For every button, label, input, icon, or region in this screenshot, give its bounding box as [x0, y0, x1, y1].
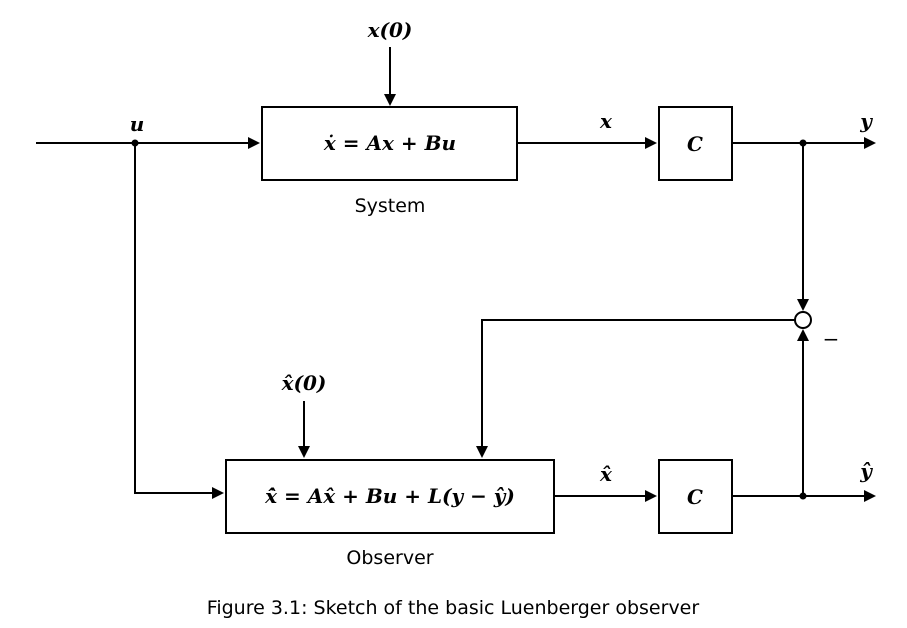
- signal-x-label: x: [599, 109, 613, 133]
- minus-sign: −: [823, 327, 840, 351]
- observer-equation: x̂̇ = Ax̂ + Bu + L(y − ŷ): [264, 484, 515, 508]
- figure-caption: Figure 3.1: Sketch of the basic Luenberg…: [207, 597, 700, 619]
- output-matrix-block-bottom: [658, 459, 733, 534]
- error-feedback-line: [476, 319, 795, 458]
- observer-label: Observer: [346, 547, 433, 569]
- signal-xhat-label: x̂: [599, 462, 613, 486]
- signal-x0-label: x(0): [367, 18, 413, 42]
- signal-xhat0-label: x̂(0): [281, 371, 327, 395]
- signal-y-label: y: [859, 109, 873, 133]
- u-to-observer-line: [134, 143, 224, 499]
- c-top-label: C: [687, 132, 703, 156]
- signal-u-label: u: [130, 112, 145, 136]
- system-label: System: [355, 195, 426, 217]
- signal-yhat-label: ŷ: [859, 459, 873, 483]
- system-equation: ẋ = Ax + Bu: [323, 131, 456, 155]
- system-block: [261, 106, 518, 181]
- summing-junction: [794, 311, 812, 329]
- c-bottom-label: C: [687, 485, 703, 509]
